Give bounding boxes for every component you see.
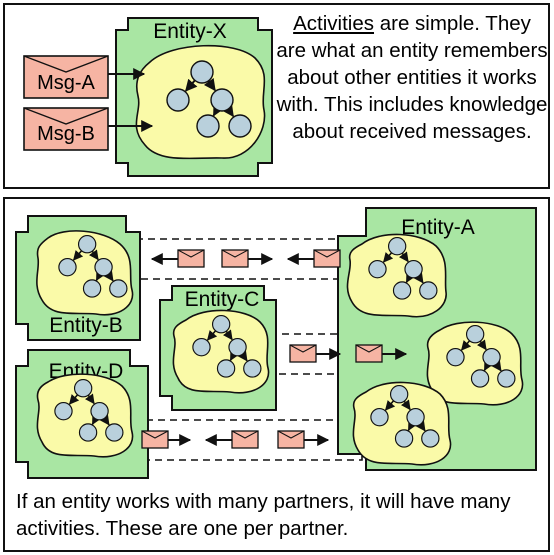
top-description-rest: are simple. They are what an entity reme… xyxy=(276,12,548,143)
tree-edge-arrow xyxy=(203,77,216,92)
tree-edge-arrow xyxy=(229,350,240,362)
tree-edge-arrow xyxy=(460,340,472,351)
entity-b-label: Entity-B xyxy=(49,314,123,337)
message-envelope xyxy=(355,344,383,363)
message-envelope xyxy=(221,249,249,268)
tree-node xyxy=(94,257,113,277)
tree-node xyxy=(228,337,247,357)
tree-edge-arrow xyxy=(222,103,234,118)
tree-node xyxy=(192,337,211,357)
tree-node xyxy=(243,359,262,378)
tree-node xyxy=(105,423,124,442)
tree-node xyxy=(419,281,438,300)
tree-node xyxy=(470,369,490,388)
tree-edge-arrow xyxy=(491,360,502,372)
tree-node xyxy=(394,429,414,448)
tree-edge-arrow xyxy=(237,350,248,362)
entity-c-label: Entity-C xyxy=(185,288,260,311)
tree-node xyxy=(73,379,93,398)
tree-edge-arrow xyxy=(84,393,95,405)
tree-node xyxy=(446,347,465,367)
tree-edge-arrow xyxy=(415,420,426,432)
tree-edge-arrow xyxy=(413,272,424,284)
entity-b-activity xyxy=(36,230,134,316)
tree-edge-arrow xyxy=(103,270,114,282)
message-envelope xyxy=(141,430,169,449)
tree-edge-arrow xyxy=(99,414,110,426)
tree-node xyxy=(216,359,236,378)
tree-node xyxy=(370,407,389,427)
entity-a-activity-2-tree xyxy=(446,325,516,388)
entity-a-activity-2 xyxy=(426,321,524,406)
entity-x-label: Entity-X xyxy=(153,20,227,43)
entity-c-activity-tree xyxy=(192,315,262,378)
tree-node xyxy=(389,385,409,404)
tree-node xyxy=(82,279,102,298)
tree-node xyxy=(77,235,97,254)
tree-node xyxy=(54,401,73,421)
tree-node xyxy=(90,401,109,421)
message-envelope xyxy=(313,249,341,268)
msg-a-label: Msg-A xyxy=(37,72,95,94)
entity-b-activity-tree xyxy=(58,235,128,298)
tree-edge-arrow xyxy=(407,420,418,432)
top-description: Activities are simple. They are what an … xyxy=(276,10,548,145)
msg-b-envelope xyxy=(23,107,109,151)
message-envelope xyxy=(289,344,317,363)
tree-node xyxy=(387,237,407,256)
tree-edge-arrow xyxy=(185,78,198,92)
tree-node xyxy=(210,88,234,112)
tree-edge-arrow xyxy=(405,272,416,284)
tree-node xyxy=(368,259,387,279)
tree-edge-arrow xyxy=(384,400,396,411)
channel-messages xyxy=(141,249,408,449)
tree-edge-arrow xyxy=(91,414,102,426)
tree-node xyxy=(465,325,485,344)
tree-edge-arrow xyxy=(206,330,218,341)
message-envelope xyxy=(277,430,305,449)
tree-edge-arrow xyxy=(400,399,411,411)
tree-edge-arrow xyxy=(95,270,106,282)
entity-x-activity-tree xyxy=(166,60,252,138)
tree-edge-arrow xyxy=(222,329,233,341)
tree-node xyxy=(406,407,425,427)
tree-node xyxy=(421,429,440,448)
tree-edge-arrow xyxy=(212,103,225,117)
tree-edge-arrow xyxy=(68,394,80,405)
tree-edge-arrow xyxy=(398,251,409,263)
tree-node xyxy=(392,281,412,300)
msg-a-envelope xyxy=(23,55,109,99)
tree-node xyxy=(109,279,128,298)
tree-node xyxy=(228,114,252,138)
entity-a-label: Entity-A xyxy=(401,216,475,239)
tree-edge-arrow xyxy=(382,252,394,263)
msg-b-label: Msg-B xyxy=(37,123,95,145)
tree-node xyxy=(497,369,516,388)
entity-a-activity-1-tree xyxy=(368,237,438,300)
tree-node xyxy=(78,423,98,442)
tree-edge-arrow xyxy=(476,339,487,351)
tree-node xyxy=(196,114,220,138)
tree-node xyxy=(190,60,214,84)
tree-edge-arrow xyxy=(72,250,84,261)
tree-node xyxy=(58,257,77,277)
entity-a-activity-3-tree xyxy=(370,385,440,448)
tree-edge-arrow xyxy=(483,360,494,372)
tree-node xyxy=(482,347,501,367)
tree-node xyxy=(404,259,423,279)
bottom-caption: If an entity works with many partners, i… xyxy=(16,490,511,540)
entity-d-activity-tree xyxy=(54,379,124,442)
message-envelope xyxy=(231,430,259,449)
tree-edge-arrow xyxy=(88,249,99,261)
tree-node xyxy=(211,315,231,334)
tree-node xyxy=(166,88,190,112)
activities-term: Activities xyxy=(293,12,375,35)
message-envelope xyxy=(177,249,205,268)
